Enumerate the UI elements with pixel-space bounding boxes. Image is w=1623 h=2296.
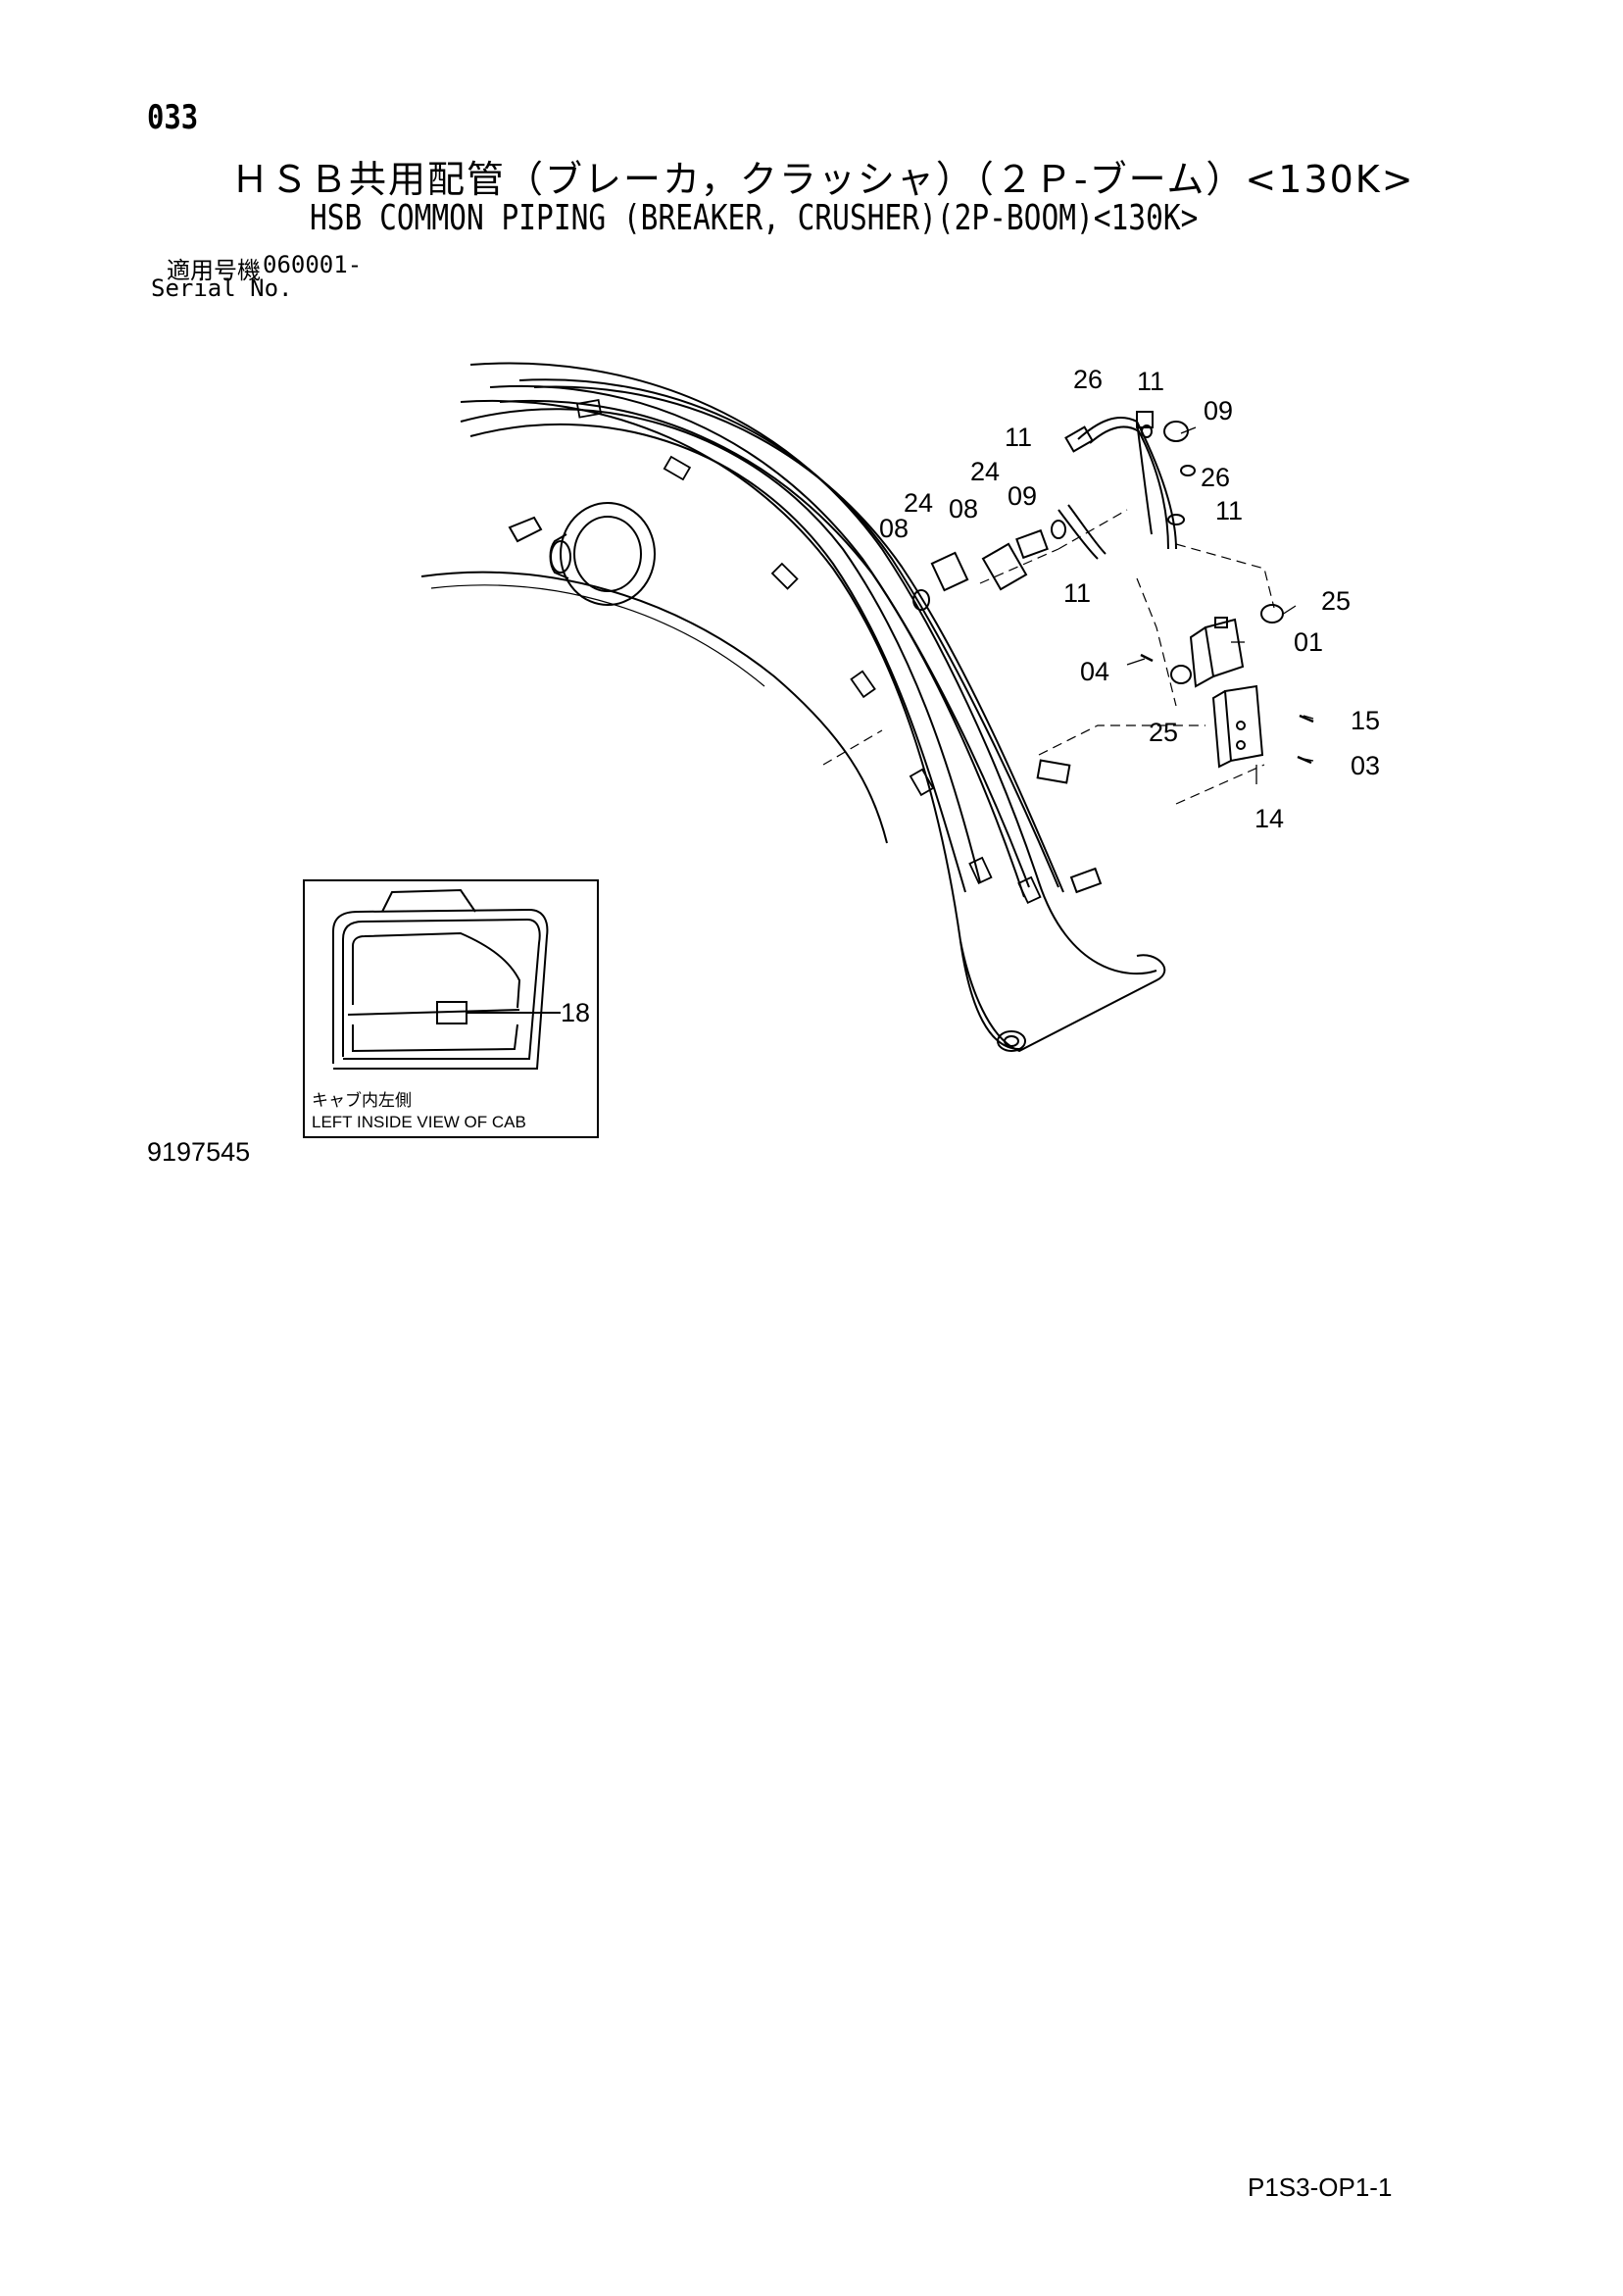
serial-number-value: 060001- xyxy=(263,251,363,278)
callout-24: 24 xyxy=(904,488,933,518)
hose-assembly xyxy=(1057,411,1196,560)
callout-18: 18 xyxy=(561,998,590,1027)
page-code: P1S3-OP1-1 xyxy=(1248,2172,1393,2202)
fittings xyxy=(912,421,1284,684)
callout-14: 14 xyxy=(1254,804,1284,833)
callout-leaders xyxy=(1126,426,1314,784)
inset-caption-japanese: キャブ内左側 xyxy=(312,1090,412,1110)
title-japanese: ＨＳＢ共用配管（ブレーカ，クラッシャ）（２Ｐ-ブーム）<130K> xyxy=(231,158,1415,201)
serial-label-english: Serial No. xyxy=(151,275,293,302)
callout-11: 11 xyxy=(1137,367,1164,396)
callout-24: 24 xyxy=(970,457,1000,486)
inset-caption-english: LEFT INSIDE VIEW OF CAB xyxy=(312,1113,526,1131)
cab-inset: 18 キャブ内左側 LEFT INSIDE VIEW OF CAB xyxy=(303,879,599,1138)
title-english: HSB COMMON PIPING (BREAKER, CRUSHER)(2P-… xyxy=(310,198,1199,238)
callout-08: 08 xyxy=(879,514,909,543)
callout-11: 11 xyxy=(1005,423,1032,452)
leader-lines xyxy=(822,509,1275,805)
callout-11: 11 xyxy=(1215,496,1243,525)
valve-assembly xyxy=(1140,617,1314,769)
callout-04: 04 xyxy=(1080,657,1109,686)
serial-label-japanese: 適用号機 xyxy=(167,257,261,284)
callout-08: 08 xyxy=(949,494,978,524)
callout-26: 26 xyxy=(1073,365,1103,394)
callout-09: 09 xyxy=(1204,396,1233,425)
figure-number: 9197545 xyxy=(147,1137,251,1167)
callout-25: 25 xyxy=(1321,586,1351,616)
boom-drawing xyxy=(420,362,1166,1053)
callout-01: 01 xyxy=(1294,627,1323,657)
callout-26: 26 xyxy=(1201,463,1230,492)
callout-09: 09 xyxy=(1008,481,1037,511)
callout-labels: 26 11 09 11 24 26 11 09 24 08 08 11 25 0… xyxy=(879,365,1380,833)
callout-11: 11 xyxy=(1063,578,1091,608)
callout-03: 03 xyxy=(1351,751,1380,780)
page-number: 033 xyxy=(147,98,199,137)
callout-15: 15 xyxy=(1351,706,1380,735)
callout-25: 25 xyxy=(1149,718,1178,747)
